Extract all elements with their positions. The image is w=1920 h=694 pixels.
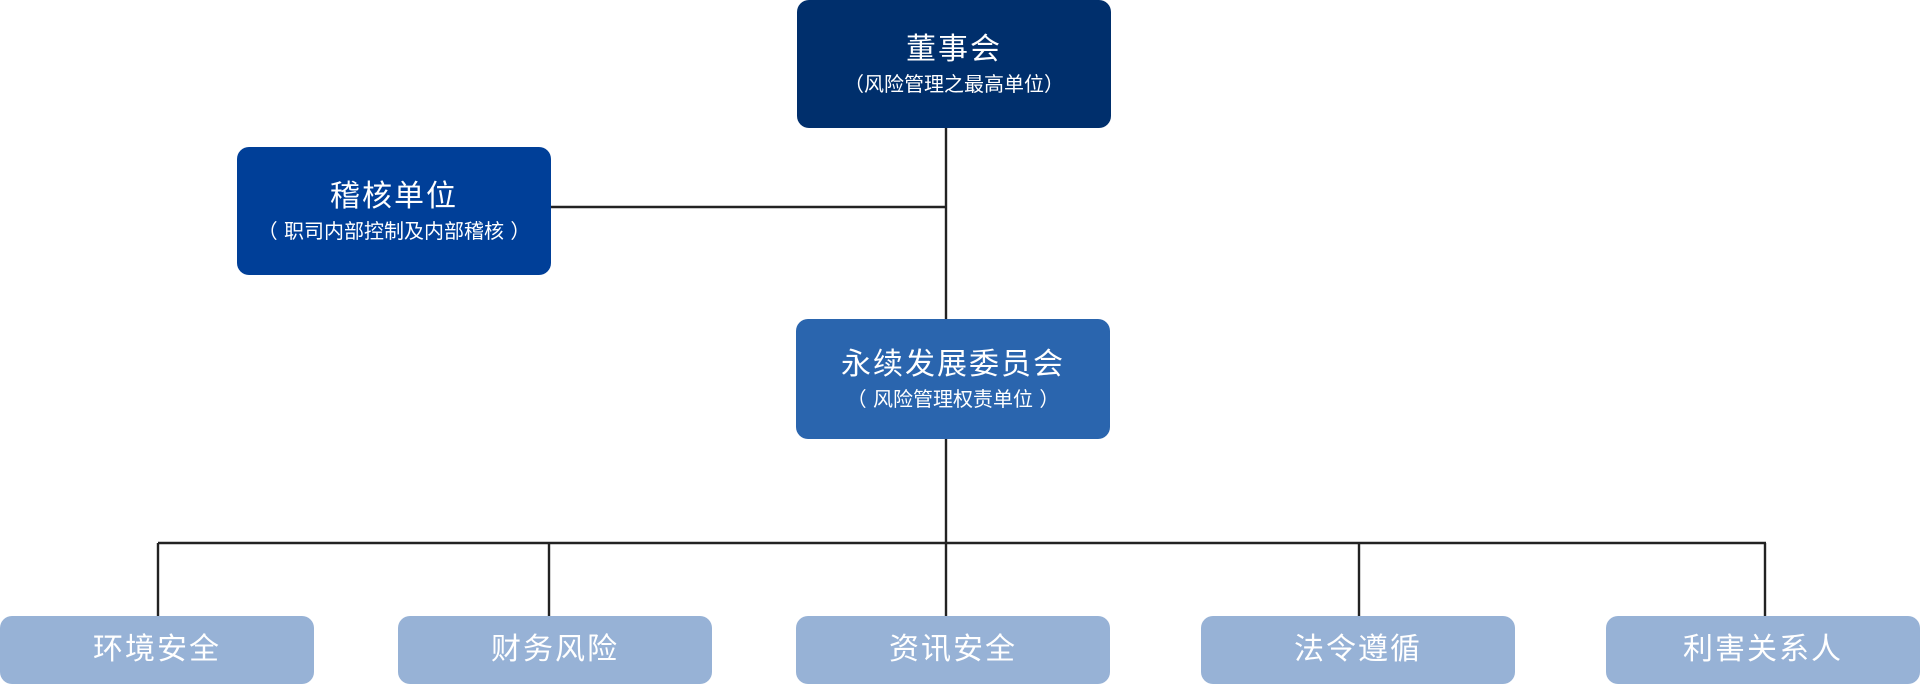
- sustainability-committee-node: 永续发展委员会 （ 风险管理权责单位 ）: [796, 319, 1110, 439]
- risk-area-information-security: 资讯安全: [796, 616, 1110, 684]
- board-title: 董事会: [906, 32, 1002, 68]
- risk-area-environmental-safety: 环境安全: [0, 616, 314, 684]
- audit-subtitle: （ 职司内部控制及内部稽核 ）: [257, 218, 531, 243]
- committee-title: 永续发展委员会: [841, 347, 1065, 383]
- risk-area-financial-risk: 财务风险: [398, 616, 712, 684]
- risk-area-label: 利害关系人: [1683, 632, 1843, 668]
- risk-area-legal-compliance: 法令遵循: [1201, 616, 1515, 684]
- risk-area-label: 资讯安全: [889, 632, 1017, 668]
- risk-area-label: 财务风险: [491, 632, 619, 668]
- board-subtitle: （风险管理之最高单位）: [844, 71, 1064, 96]
- risk-area-stakeholders: 利害关系人: [1606, 616, 1920, 684]
- audit-unit-node: 稽核单位 （ 职司内部控制及内部稽核 ）: [237, 147, 551, 275]
- risk-area-label: 环境安全: [93, 632, 221, 668]
- committee-subtitle: （ 风险管理权责单位 ）: [846, 386, 1060, 411]
- risk-area-label: 法令遵循: [1294, 632, 1422, 668]
- board-of-directors-node: 董事会 （风险管理之最高单位）: [797, 0, 1111, 128]
- audit-title: 稽核单位: [330, 179, 458, 215]
